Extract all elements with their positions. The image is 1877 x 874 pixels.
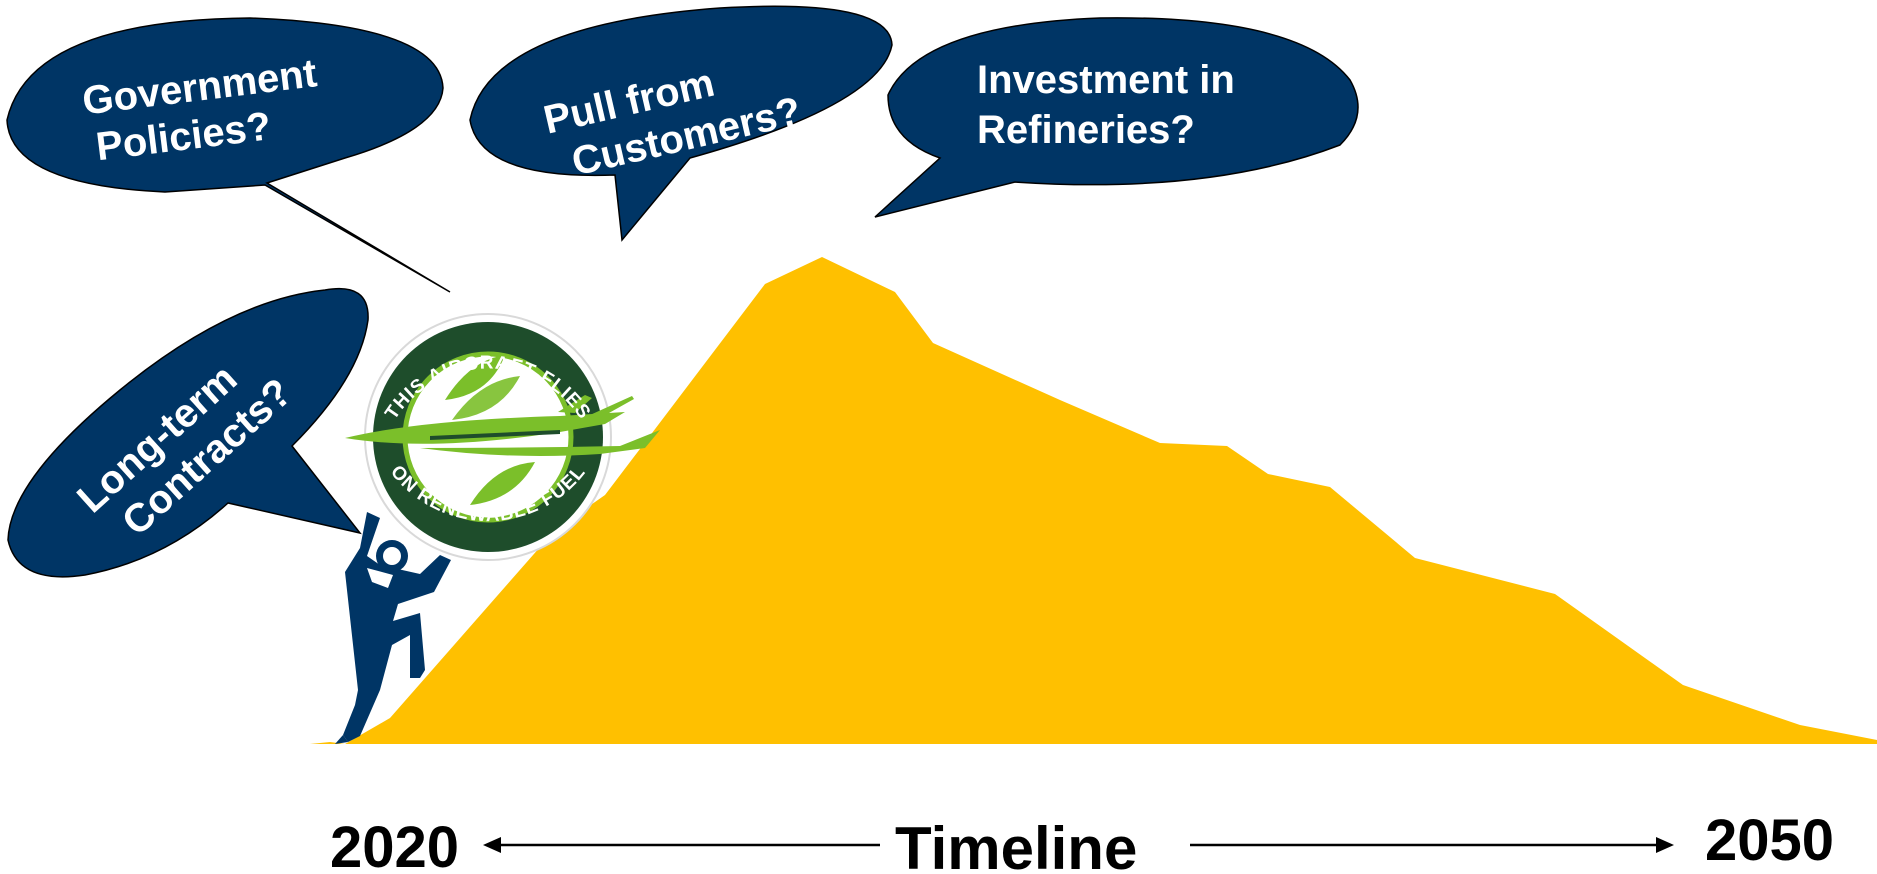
timeline-end-year: 2050 [1705,808,1834,873]
svg-text:Investment in Refineries: Investment in Refineries? [977,58,1246,152]
climber-person-icon [335,512,451,744]
bubble-refineries: Investment in Refineries? [874,17,1359,218]
arrow-right-icon [1656,837,1674,853]
arrow-left-icon [483,837,501,853]
svg-text:Pull from Customers?: Pull from Customers? [540,43,805,188]
bubble-contracts-shape [7,287,369,578]
timeline-start-year: 2020 [330,815,459,874]
bubble-government: Government Policies? [6,17,451,293]
bubble-customers-shape [469,5,893,242]
mountain-shape [310,257,1877,744]
bubble-contracts: Long-term Contracts? [7,287,369,578]
bubble-refineries-shape [874,17,1359,218]
airplane-leaf-icon [345,355,660,505]
bubble-customers: Pull from Customers? [469,5,893,242]
timeline-title: Timeline [895,815,1137,874]
bubble-refineries-line-2: Refineries? [977,108,1195,152]
bubble-government-shape [6,17,451,293]
renewable-fuel-badge: THIS AIRCRAFT FLIES ON RENEWABLE FUEL [345,313,660,561]
timeline-axis: 2020 Timeline 2050 [330,808,1834,874]
bubble-refineries-line-1: Investment in [977,58,1235,102]
